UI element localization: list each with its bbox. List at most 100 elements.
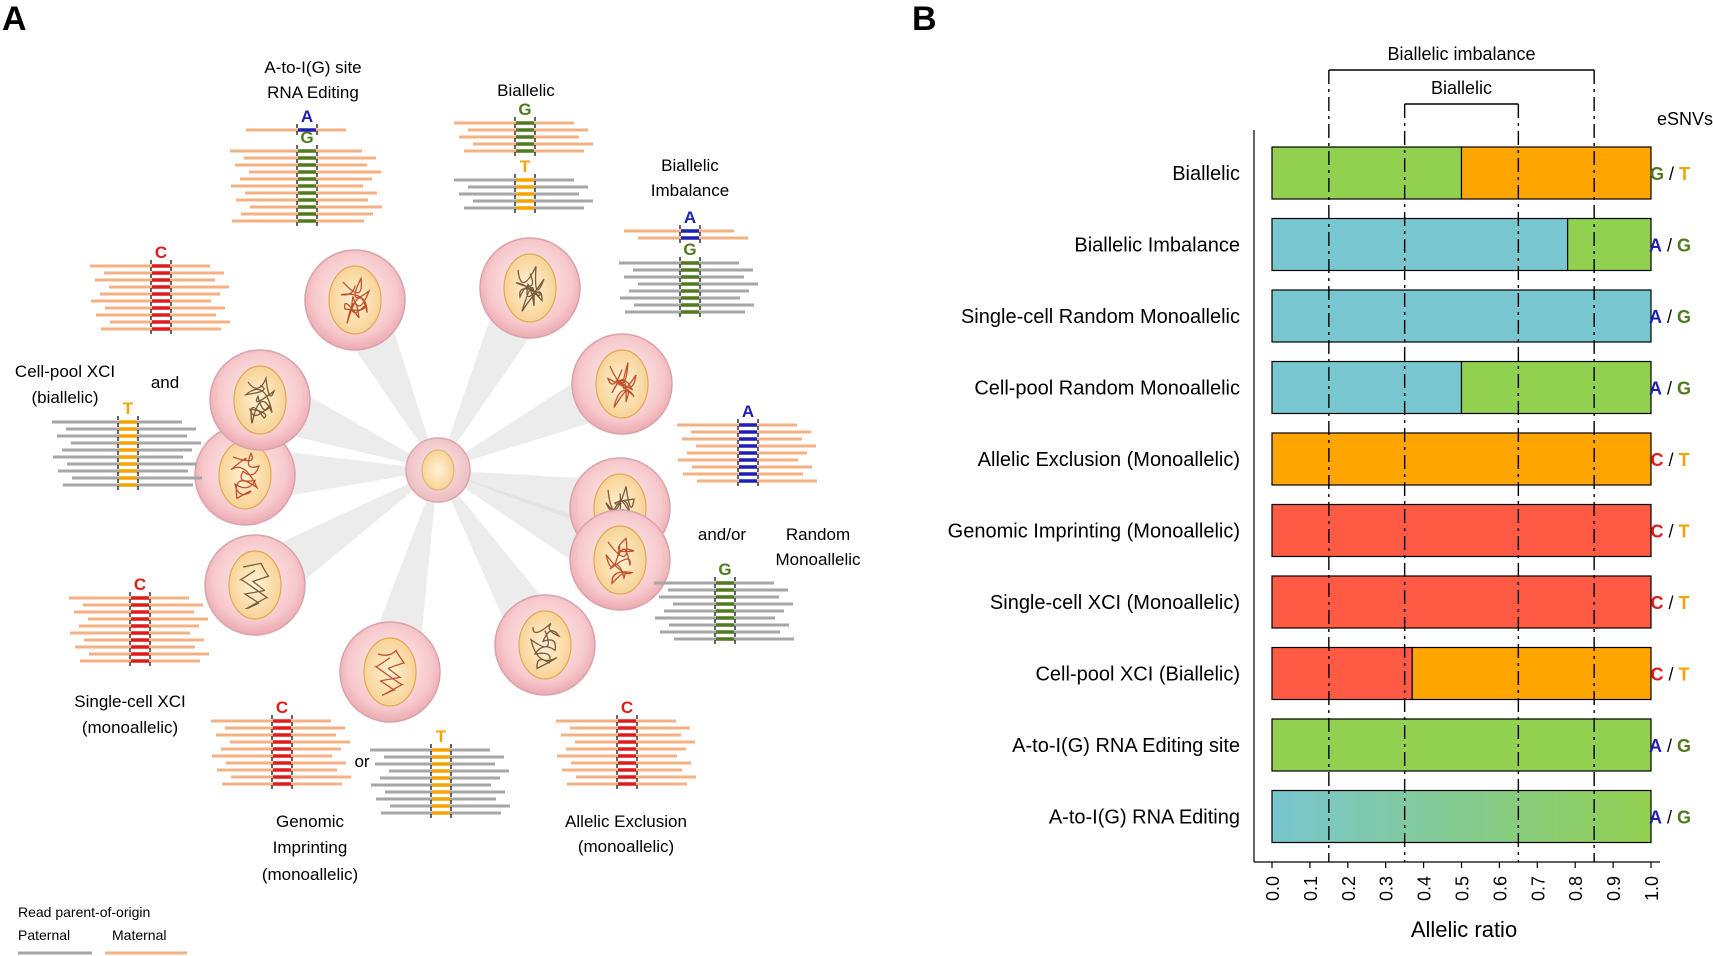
bar-row xyxy=(1271,789,1652,844)
label-random-line2: Monoallelic xyxy=(775,550,861,569)
nucleus xyxy=(503,253,557,323)
label-allelic-exclusion-line1: Allelic Exclusion xyxy=(565,812,687,831)
label-genomic-line3: (monoallelic) xyxy=(262,865,358,884)
label-and: and xyxy=(151,373,179,392)
bar-segment xyxy=(1271,360,1463,415)
chromosome xyxy=(515,266,545,312)
reads-editing-top: A xyxy=(246,107,346,136)
esnvs-header: eSNVs xyxy=(1657,109,1713,129)
nucleus xyxy=(218,440,272,510)
label-genomic-line2: Imprinting xyxy=(273,838,348,857)
bracket: Biallelic xyxy=(1404,78,1519,105)
bar-segment xyxy=(1411,646,1652,701)
base-letter: C xyxy=(134,575,146,594)
reads-genomic-paternal: T xyxy=(370,727,510,819)
bar-row xyxy=(1271,289,1652,343)
esnv-label: A / G xyxy=(1649,236,1691,256)
bar-segment xyxy=(1271,575,1652,629)
cell xyxy=(571,333,673,435)
chromosome xyxy=(606,362,637,408)
label-biallelic: Biallelic xyxy=(497,81,555,100)
esnv-label: A / G xyxy=(1649,379,1691,399)
row-label: Cell-pool XCI (Biallelic) xyxy=(1035,664,1240,686)
bar-row xyxy=(1271,146,1652,200)
x-tick-label: 0.2 xyxy=(1339,876,1359,901)
row-label: A-to-I(G) RNA Editing site xyxy=(1012,735,1240,757)
base-letter: A xyxy=(301,107,313,126)
panel-b-label: B xyxy=(912,0,937,38)
label-random-line1: Random xyxy=(786,525,850,544)
chromosome xyxy=(230,451,261,500)
panel-a-label: A xyxy=(2,0,27,38)
x-tick-label: 0.5 xyxy=(1453,876,1473,901)
base-letter: G xyxy=(300,128,313,147)
cell xyxy=(304,249,406,351)
cell xyxy=(209,349,311,451)
row-label: Genomic Imprinting (Monoallelic) xyxy=(948,521,1240,543)
esnv-label: G / T xyxy=(1650,164,1690,184)
base-letter: G xyxy=(683,240,696,259)
legend-title: Read parent-of-origin xyxy=(18,904,150,920)
bar-segment xyxy=(1567,217,1652,272)
cell xyxy=(479,237,581,339)
bracket: Biallelic imbalance xyxy=(1328,44,1595,71)
esnv-label: C / T xyxy=(1650,450,1689,470)
reads-random-bottom: G xyxy=(654,560,794,645)
esnv-label: A / G xyxy=(1649,736,1691,756)
x-tick-label: 1.0 xyxy=(1642,876,1662,901)
x-tick-label: 0.1 xyxy=(1301,876,1321,901)
bar-segment xyxy=(1271,289,1652,343)
base-letter: T xyxy=(123,399,134,418)
reads-imbalance-bottom: G xyxy=(619,240,758,318)
esnv-label: A / G xyxy=(1649,808,1691,828)
bar-segment xyxy=(1271,789,1652,844)
nucleus xyxy=(328,265,382,335)
reads-cell-pool-xci-maternal: C xyxy=(90,243,230,335)
chart-reference-lines xyxy=(1328,70,1595,862)
label-single-cell-xci-line2: (monoallelic) xyxy=(82,718,178,737)
base-letter: C xyxy=(276,698,288,717)
legend-maternal-label: Maternal xyxy=(112,927,166,943)
nucleus xyxy=(518,610,572,680)
label-editing-line1: A-to-I(G) site xyxy=(264,58,361,77)
x-tick-label: 0.9 xyxy=(1604,876,1624,901)
x-tick-label: 0.3 xyxy=(1377,876,1397,901)
chromosome xyxy=(238,562,270,610)
row-label: Single-cell XCI (Monoallelic) xyxy=(990,592,1240,614)
row-label: Biallelic xyxy=(1172,163,1240,185)
esnv-label: C / T xyxy=(1650,593,1689,613)
bar-segment xyxy=(1271,146,1463,200)
cell xyxy=(339,621,441,723)
nucleus xyxy=(228,550,282,620)
row-label: Allelic Exclusion (Monoallelic) xyxy=(978,449,1240,471)
bar-row xyxy=(1271,646,1652,701)
chromosome xyxy=(529,622,561,670)
bar-row xyxy=(1271,503,1652,558)
bar-segment xyxy=(1271,646,1413,701)
x-tick-label: 0.0 xyxy=(1263,876,1283,901)
x-tick-label: 0.4 xyxy=(1415,876,1435,901)
nucleus xyxy=(593,525,647,595)
label-editing-line2: RNA Editing xyxy=(267,83,359,102)
bracket-label: Biallelic imbalance xyxy=(1387,44,1535,64)
x-tick-label: 0.7 xyxy=(1528,876,1548,901)
esnv-label: C / T xyxy=(1650,665,1689,685)
chromosome xyxy=(340,276,371,324)
base-letter: G xyxy=(718,560,731,579)
center-cell-nucleus xyxy=(421,449,455,491)
label-imbalance-line2: Imbalance xyxy=(651,181,729,200)
cell xyxy=(194,424,296,526)
base-letter: G xyxy=(518,100,531,119)
chart-esnv-labels: G / TA / GA / GA / GC / TC / TC / TC / T… xyxy=(1649,164,1691,828)
row-label: A-to-I(G) RNA Editing xyxy=(1049,807,1240,829)
x-axis-title: Allelic ratio xyxy=(1411,917,1517,942)
cell xyxy=(204,534,306,636)
base-letter: A xyxy=(742,402,754,421)
